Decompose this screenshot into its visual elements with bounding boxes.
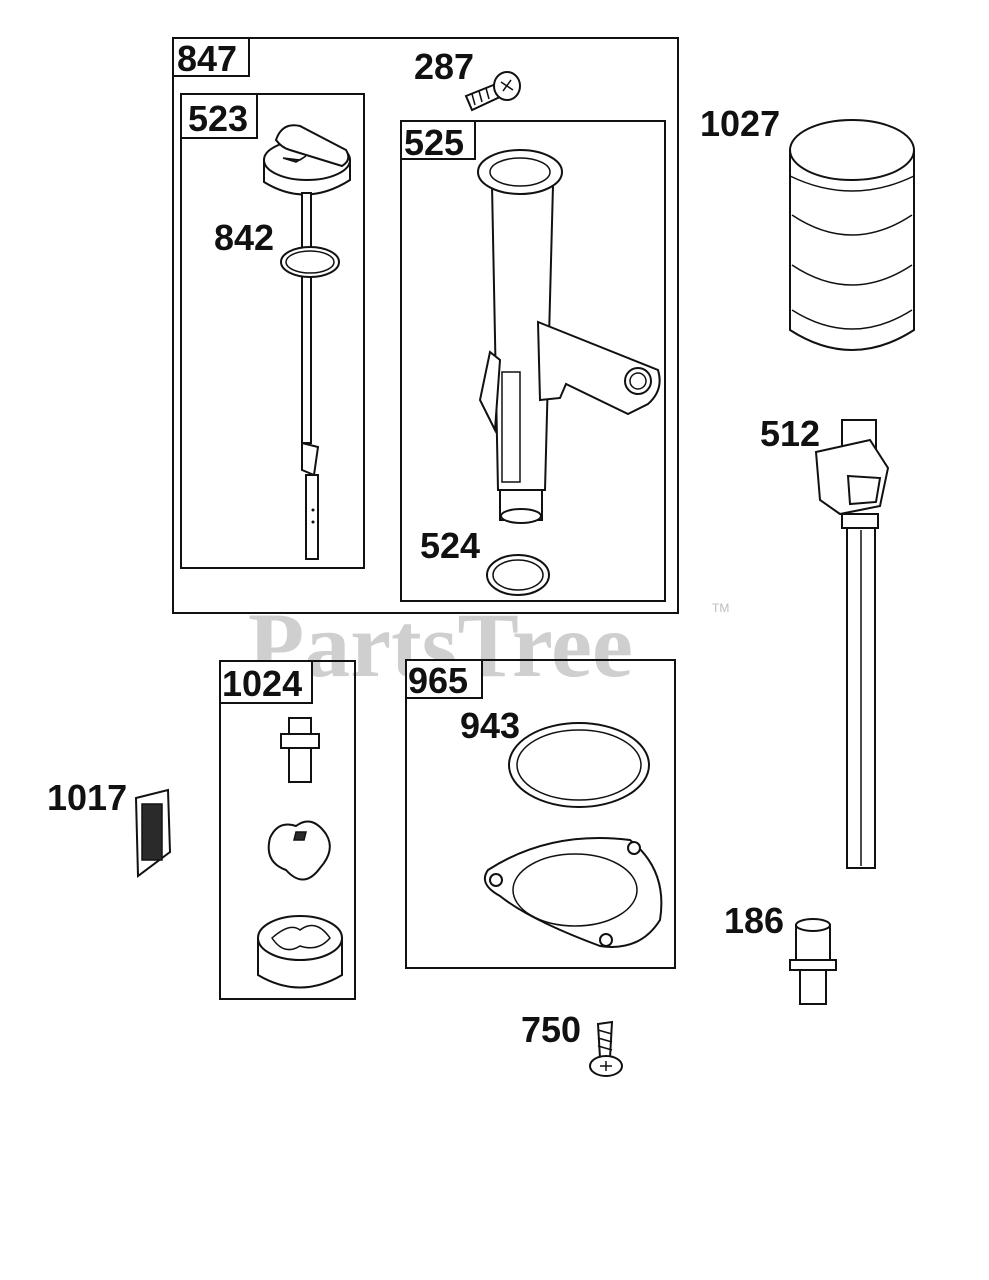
part-524-label[interactable]: 524 xyxy=(420,525,480,566)
kit-523-label: 523 xyxy=(188,98,248,139)
kit-965-label: 965 xyxy=(408,660,468,701)
dipstick-523-drawing[interactable] xyxy=(263,124,351,560)
oring-842-drawing[interactable] xyxy=(280,246,340,278)
watermark-trademark: TM xyxy=(712,601,729,615)
kit-1024-tag[interactable] xyxy=(219,660,313,704)
screw-750-drawing[interactable] xyxy=(589,1020,623,1077)
part-1017-label[interactable]: 1017 xyxy=(47,777,127,818)
part-287-label[interactable]: 287 xyxy=(414,46,474,87)
kit-965-box xyxy=(405,659,676,969)
part-943-label[interactable]: 943 xyxy=(460,705,520,746)
part-750-label[interactable]: 750 xyxy=(521,1009,581,1050)
dipstick-tube-525-drawing[interactable] xyxy=(477,149,661,524)
oring-524-drawing[interactable] xyxy=(486,554,550,596)
dipstick-tube-512-drawing[interactable] xyxy=(814,419,890,869)
kit-525-label: 525 xyxy=(404,122,464,163)
gasket-943-drawing[interactable] xyxy=(508,722,650,808)
part-512-label[interactable]: 512 xyxy=(760,413,820,454)
kit-965-tag[interactable] xyxy=(405,659,483,699)
fitting-186-drawing[interactable] xyxy=(789,918,837,1005)
kit-1024-label: 1024 xyxy=(222,663,302,704)
kit-523-tag[interactable] xyxy=(180,93,258,139)
oil-filter-1027-drawing[interactable] xyxy=(789,119,915,351)
cover-965-drawing[interactable] xyxy=(484,837,663,948)
part-842-label[interactable]: 842 xyxy=(214,217,274,258)
kit-1024-parts-drawing[interactable] xyxy=(257,717,343,989)
kit-847-label: 847 xyxy=(177,38,237,79)
part-1027-label[interactable]: 1027 xyxy=(700,103,780,144)
screw-287-drawing[interactable] xyxy=(464,71,521,112)
kit-847-box xyxy=(172,37,679,614)
kit-525-tag[interactable] xyxy=(400,120,476,160)
oring-524-inner xyxy=(492,559,544,591)
kit-847-tag[interactable] xyxy=(172,37,250,77)
oring-842-inner xyxy=(285,250,335,274)
kit-523-box xyxy=(180,93,365,569)
kit-525-box xyxy=(400,120,666,602)
gasket-943-inner xyxy=(516,729,642,801)
part-1017-drawing[interactable] xyxy=(134,788,172,878)
part-186-label[interactable]: 186 xyxy=(724,900,784,941)
